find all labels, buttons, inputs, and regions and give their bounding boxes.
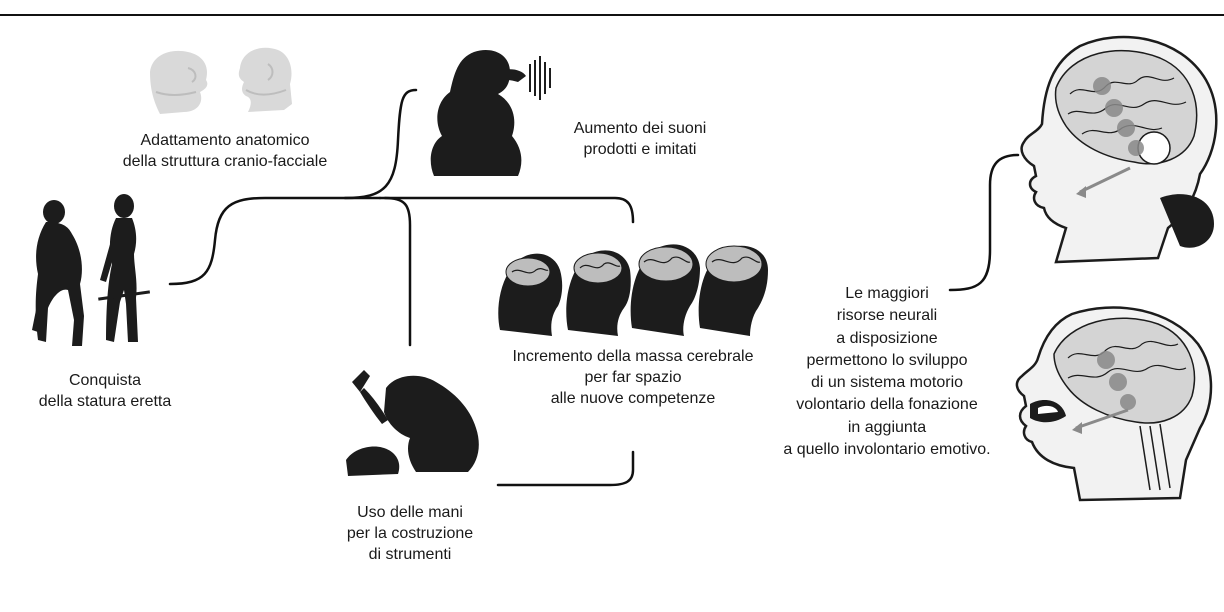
label-neural-resources: Le maggiori risorse neurali a disposizio… [752,283,1022,461]
tool-making-figure-illustration [344,368,492,480]
speaking-head-brain-illustration [1010,28,1220,268]
label-upright-posture: Conquista della statura eretta [20,370,190,412]
label-sound-increase: Aumento dei suoni prodotti e imitati [545,118,735,160]
label-craniofacial-adaptation: Adattamento anatomico della struttura cr… [90,130,360,172]
label-brain-mass: Incremento della massa cerebrale per far… [478,346,788,409]
connector-hands [385,198,410,345]
laughing-head-brain-illustration [1010,300,1220,505]
label-hand-tools: Uso delle mani per la costruzione di str… [310,502,510,565]
connector-brain [380,198,633,222]
connector-neural [950,155,1018,290]
connector-upright [170,198,380,284]
connector-brain-hands [498,452,633,485]
upright-primates-illustration [28,190,158,352]
craniofacial-heads-illustration [140,40,300,122]
brain-heads-evolution-illustration [492,232,782,342]
crouching-figure-sounds-illustration [414,44,556,182]
